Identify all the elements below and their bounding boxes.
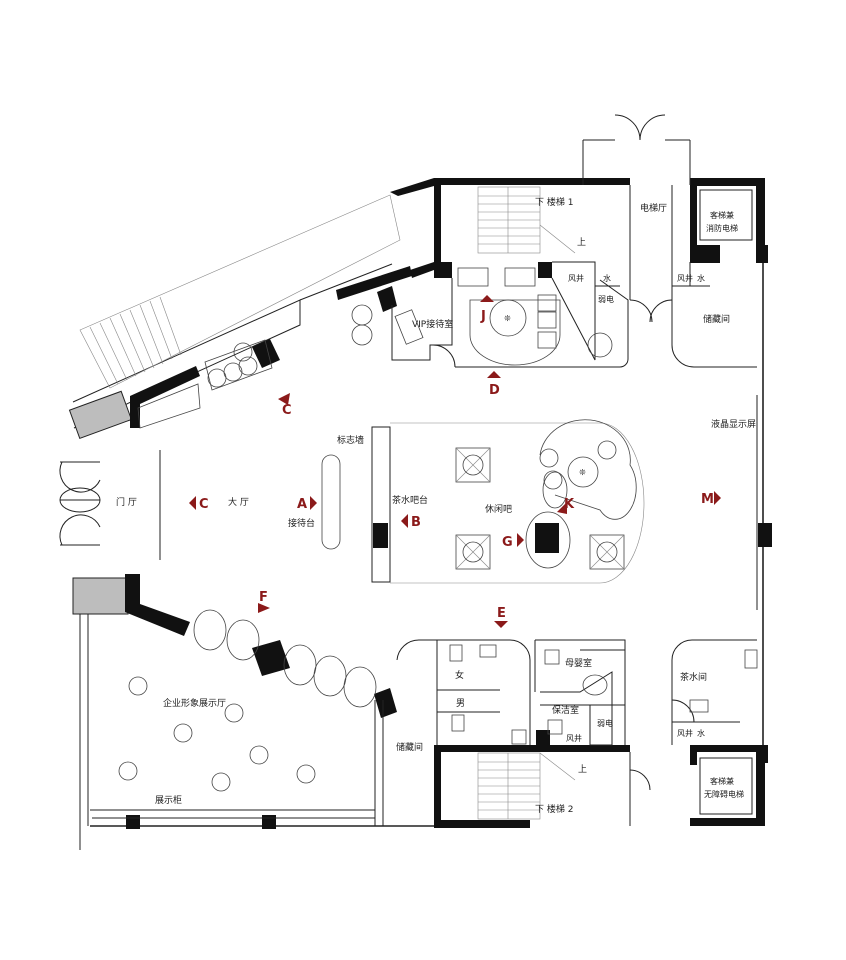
marker-m-arrow	[714, 491, 721, 505]
marker-c-upper-label: C	[282, 403, 292, 418]
cleaning-label: 保洁室	[552, 704, 579, 716]
marker-j-arrow	[480, 295, 494, 302]
room-labels: 下 楼梯 1 上 电梯厅 客梯兼 消防电梯 风井 水 弱电 风井 水 VIP接待…	[116, 196, 756, 815]
marker-f-label: F	[259, 590, 268, 605]
exhibit-circles	[118, 676, 316, 792]
fire-elevator	[699, 189, 753, 241]
shaft-wind-b: 风井	[677, 273, 693, 283]
marker-b-label: B	[411, 515, 421, 530]
marker-f-arrow	[258, 603, 270, 613]
sanitary-fixtures	[449, 644, 758, 745]
shaft-water-b: 水	[697, 273, 705, 283]
fire-elevator-label-1: 客梯兼	[710, 210, 734, 220]
entrance-door	[59, 390, 161, 615]
vip-furniture: ❊	[351, 267, 613, 366]
storage-bottom-label: 储藏间	[396, 741, 423, 753]
accessible-elevator-label-1: 客梯兼	[710, 776, 734, 786]
stair1-label: 下 楼梯 1	[535, 196, 573, 208]
marker-j-label: J	[480, 309, 486, 324]
stair2-up-label: 上	[578, 764, 587, 775]
marker-d-arrow	[487, 371, 501, 378]
stairs-2	[477, 752, 576, 820]
stair2-label: 下 楼梯 2	[535, 803, 573, 815]
shaft-water-d: 水	[697, 728, 705, 738]
marker-k-label: K	[564, 497, 575, 512]
female-label: 女	[455, 669, 464, 681]
lounge-tables: ❊	[455, 419, 637, 570]
accessible-elevator-label-2: 无障碍电梯	[704, 789, 744, 799]
structural-walls	[125, 178, 772, 829]
door-hall-label: 门 厅	[116, 496, 137, 508]
marker-a-label: A	[297, 497, 307, 512]
shaft-water-a: 水	[603, 273, 611, 283]
svg-text:❊: ❊	[504, 314, 511, 323]
lcd-label: 液晶显示屏	[711, 418, 756, 430]
male-label: 男	[456, 698, 465, 709]
shaft-elec-a: 弱电	[598, 294, 614, 304]
elevator-hall-label: 电梯厅	[640, 202, 667, 214]
marker-c-upper-arrow	[278, 393, 290, 405]
marker-g-arrow	[517, 533, 524, 547]
tea-room-label: 茶水间	[680, 671, 707, 683]
stairs-1	[477, 186, 576, 254]
marker-c-left-label: C	[199, 497, 209, 512]
shaft-wind-c: 风井	[566, 733, 582, 743]
marker-e-arrow	[494, 621, 508, 628]
marker-b-arrow	[401, 514, 408, 528]
shaft-elec-c: 弱电	[597, 718, 613, 728]
accessible-elevator	[699, 757, 753, 815]
vip-label: VIP接待室	[412, 318, 453, 330]
stair1-up-label: 上	[577, 237, 586, 248]
display-disks	[193, 609, 377, 708]
tea-bar-label: 茶水吧台	[392, 494, 428, 506]
interior-walls	[92, 114, 757, 826]
exhibit-hall-label: 企业形象展示厅	[163, 697, 226, 709]
fire-elevator-label-2: 消防电梯	[706, 223, 738, 233]
marker-d-label: D	[489, 383, 500, 398]
marker-k-arrow	[557, 502, 567, 514]
lounge-label: 休闲吧	[485, 503, 512, 515]
marker-a-arrow	[310, 496, 317, 510]
display-cabinet-label: 展示柜	[155, 794, 182, 806]
mother-baby-label: 母婴室	[565, 657, 592, 669]
shaft-wind-d: 风井	[677, 728, 693, 738]
signage-wall-label: 标志墙	[337, 434, 364, 446]
lobby-label: 大 厅	[228, 496, 249, 508]
planters	[137, 339, 273, 429]
view-markers: J D C C A B K G M F E	[189, 295, 721, 628]
marker-m-label: M	[701, 492, 714, 507]
marker-e-label: E	[497, 606, 506, 621]
svg-text:❊: ❊	[579, 468, 586, 477]
marker-c-left-arrow	[189, 496, 196, 510]
reception-label: 接待台	[288, 517, 315, 529]
shaft-wind-a: 风井	[568, 273, 584, 283]
marker-g-label: G	[502, 535, 513, 550]
storage-top-label: 储藏间	[703, 313, 730, 325]
